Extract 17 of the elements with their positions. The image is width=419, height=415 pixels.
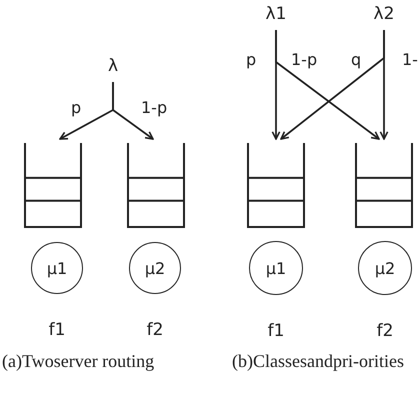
server-circle: μ2 bbox=[129, 242, 181, 294]
server-label: f1 bbox=[48, 320, 66, 340]
arrival-rate: λ1 bbox=[261, 4, 291, 30]
arrow bbox=[112, 82, 154, 140]
server-circle: μ1 bbox=[249, 241, 303, 295]
server-label: f2 bbox=[376, 321, 394, 341]
server-label: f1 bbox=[266, 321, 286, 341]
arrival-rate: λ2 bbox=[369, 4, 399, 30]
edge-label: 1-p bbox=[290, 51, 318, 69]
edge-label: 1-p bbox=[140, 99, 168, 117]
figure-caption: (a)Twoserver routing bbox=[2, 350, 156, 372]
server-label: f2 bbox=[146, 320, 164, 340]
server-circle: μ2 bbox=[358, 241, 412, 295]
server-circle: μ1 bbox=[31, 242, 83, 294]
arrival-rate: λ bbox=[103, 56, 123, 82]
arrow bbox=[380, 30, 388, 140]
figure-caption: (b)Classesandpri-orities bbox=[232, 350, 405, 372]
